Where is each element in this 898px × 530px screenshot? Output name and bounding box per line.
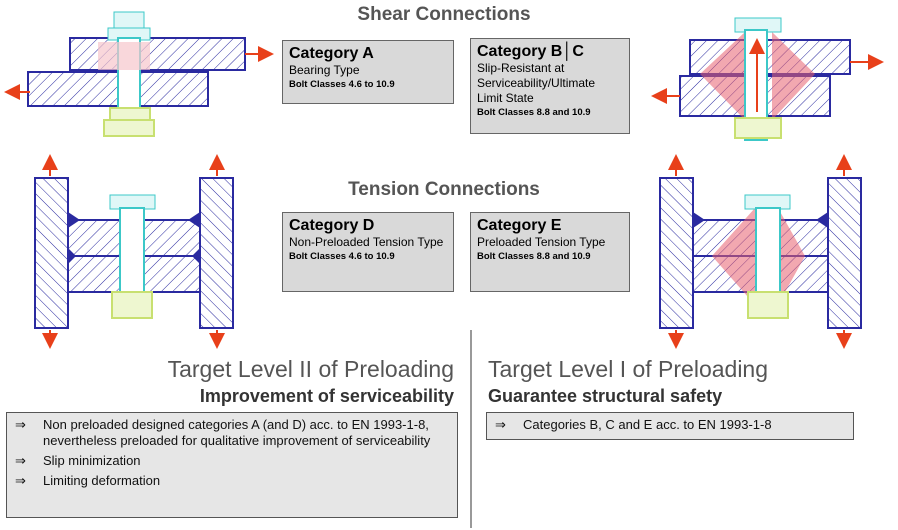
right-target-list: ⇒ Categories B, C and E acc. to EN 1993-… bbox=[486, 412, 854, 440]
category-e-box: Category E Preloaded Tension Type Bolt C… bbox=[470, 212, 630, 292]
list-item-text: Slip minimization bbox=[43, 453, 141, 468]
list-item: ⇒ Categories B, C and E acc. to EN 1993-… bbox=[495, 417, 845, 433]
category-e-type: Preloaded Tension Type bbox=[477, 235, 606, 249]
category-d-box: Category D Non-Preloaded Tension Type Bo… bbox=[282, 212, 454, 292]
category-a-classes: Bolt Classes 4.6 to 10.9 bbox=[289, 79, 395, 90]
shear-connections-heading: Shear Connections bbox=[357, 4, 531, 25]
category-a-title: Category A bbox=[289, 45, 374, 62]
category-bc-classes: Bolt Classes 8.8 and 10.9 bbox=[477, 107, 591, 118]
category-bc-title: Category B│C bbox=[477, 43, 584, 60]
left-target-subtitle: Improvement of serviceability bbox=[199, 386, 454, 406]
list-item-text: Non preloaded designed categories A (and… bbox=[43, 417, 431, 448]
implies-arrow-icon: ⇒ bbox=[495, 417, 506, 432]
list-item: ⇒ Non preloaded designed categories A (a… bbox=[15, 417, 449, 449]
list-item-text: Limiting deformation bbox=[43, 473, 161, 488]
category-d-classes: Bolt Classes 4.6 to 10.9 bbox=[289, 251, 395, 262]
left-target-title: Target Level II of Preloading bbox=[167, 356, 454, 382]
list-item: ⇒ Limiting deformation bbox=[15, 473, 449, 489]
tension-nonpreloaded-drawing bbox=[34, 154, 234, 349]
category-a-type: Bearing Type bbox=[289, 63, 360, 77]
category-a-box: Category A Bearing Type Bolt Classes 4.6… bbox=[282, 40, 454, 104]
tension-connections-heading: Tension Connections bbox=[348, 179, 540, 200]
tension-preloaded-drawing bbox=[659, 154, 862, 349]
category-bc-type: Slip-Resistant at Serviceability/Ultimat… bbox=[477, 61, 596, 105]
implies-arrow-icon: ⇒ bbox=[15, 473, 26, 488]
list-item: ⇒ Slip minimization bbox=[15, 453, 449, 469]
shear-slip-resistant-drawing bbox=[651, 17, 884, 141]
left-target-list: ⇒ Non preloaded designed categories A (a… bbox=[6, 412, 458, 518]
category-d-type: Non-Preloaded Tension Type bbox=[289, 235, 444, 249]
implies-arrow-icon: ⇒ bbox=[15, 417, 26, 432]
right-target-title: Target Level I of Preloading bbox=[488, 356, 769, 382]
category-bc-box: Category B│C Slip-Resistant at Serviceab… bbox=[470, 38, 630, 134]
list-item-text: Categories B, C and E acc. to EN 1993-1-… bbox=[523, 417, 772, 432]
right-target-subtitle: Guarantee structural safety bbox=[488, 386, 723, 406]
shear-bearing-drawing bbox=[4, 11, 274, 137]
category-e-title: Category E bbox=[477, 217, 562, 234]
implies-arrow-icon: ⇒ bbox=[15, 453, 26, 468]
category-e-classes: Bolt Classes 8.8 and 10.9 bbox=[477, 251, 591, 262]
category-d-title: Category D bbox=[289, 217, 375, 234]
